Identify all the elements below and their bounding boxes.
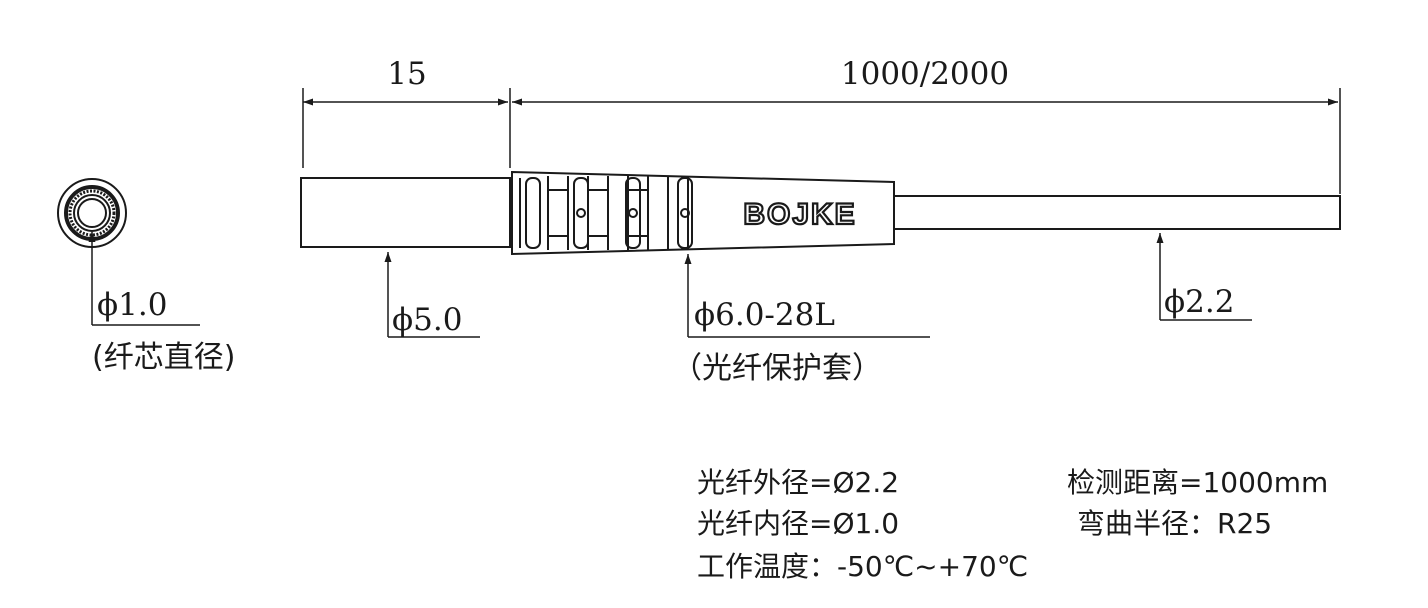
spec-inner-diameter: 光纤内径=Ø1.0 — [697, 507, 900, 540]
connector-body — [300, 177, 511, 248]
fiber-length-label: 1000/2000 — [841, 56, 1009, 92]
protective-sleeve — [511, 170, 895, 256]
spec-bend-radius: 弯曲半径：R25 — [1077, 507, 1273, 540]
sleeve-spec-label: ϕ6.0-28L — [694, 297, 835, 333]
fiber-diameter-label: ϕ2.2 — [1164, 284, 1234, 320]
core-note-label: (纤芯直径) — [92, 340, 235, 375]
spec-distance: 检测距离=1000mm — [1067, 466, 1329, 499]
core-diameter-label: ϕ1.0 — [97, 287, 167, 323]
leader-lines — [88, 232, 1252, 338]
fiber-cable — [894, 195, 1341, 230]
spec-outer-diameter: 光纤外径=Ø2.2 — [697, 466, 900, 499]
dimension-lines — [302, 88, 1341, 194]
connector-diameter-label: ϕ5.0 — [392, 302, 462, 338]
sleeve-note-label: （光纤保护套） — [672, 351, 882, 386]
brand-logo: BOJKE — [743, 198, 856, 231]
spec-temperature: 工作温度：-50℃~+70℃ — [697, 550, 1029, 583]
connector-length-label: 15 — [387, 56, 426, 92]
